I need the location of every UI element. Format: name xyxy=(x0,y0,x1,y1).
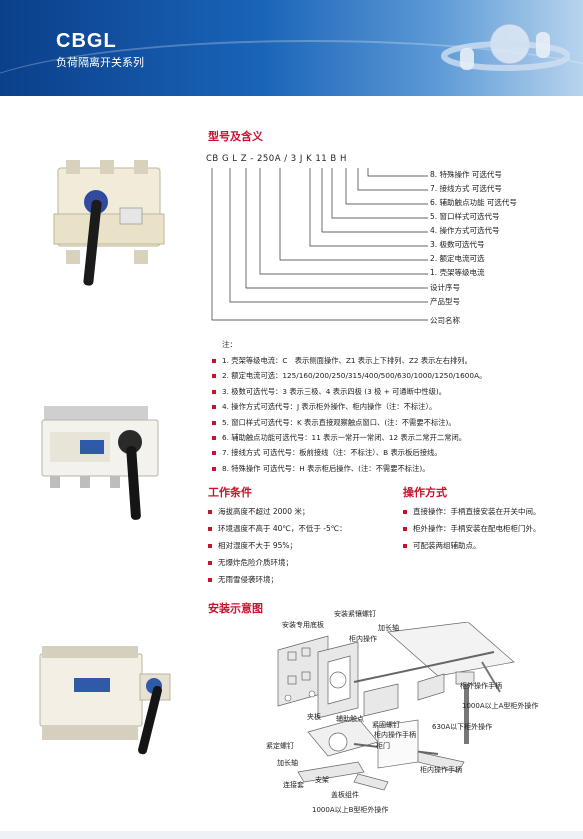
install-label: 柜内操作手柄 xyxy=(420,766,462,774)
install-label: 加长轴 xyxy=(277,759,298,767)
operation-text: 可配装两组辅助点。 xyxy=(413,541,481,550)
condition-item: 无爆炸危险介质环境； xyxy=(208,555,347,570)
conditions-list: 海拔高度不超过 2000 米； 环境温度不高于 40℃，不低于 -5℃： 相对湿… xyxy=(208,504,347,587)
install-label: 夹板 xyxy=(307,713,321,721)
install-label: 630A以下柜外操作 xyxy=(432,723,493,731)
condition-text: 环境温度不高于 40℃，不低于 -5℃： xyxy=(218,524,347,533)
note-item: 4. 操作方式可选代号：J 表示柜外操作、柜内操作（注：不标注）。 xyxy=(212,399,486,414)
note-item: 1. 壳架等级电流：C 表示侧面操作、Z1 表示上下排列、Z2 表示左右排列。 xyxy=(212,353,486,368)
note-text: 4. 操作方式可选代号：J 表示柜外操作、柜内操作（注：不标注）。 xyxy=(222,402,437,412)
note-item: 7. 接线方式 可选代号：板前接线（注：不标注）、B 表示板后接线。 xyxy=(212,445,486,460)
bullet-icon xyxy=(212,420,216,425)
bullet-icon xyxy=(403,527,407,531)
condition-item: 相对湿度不大于 95%； xyxy=(208,538,347,553)
meaning-item: 4. 操作方式可选代号 xyxy=(430,226,500,235)
condition-item: 海拔高度不超过 2000 米； xyxy=(208,504,347,519)
bullet-icon xyxy=(208,527,212,531)
note-text: 6. 辅助触点功能可选代号：11 表示一常开一常闭、12 表示二常开二常闭。 xyxy=(222,433,467,443)
meaning-item: 公司名称 xyxy=(430,316,460,325)
bullet-icon xyxy=(403,510,407,514)
meaning-item: 7. 接线方式 可选代号 xyxy=(430,184,502,193)
product-photo-3 xyxy=(39,646,171,755)
meaning-item: 8. 特殊操作 可选代号 xyxy=(430,170,502,179)
note-text: 2. 额定电流可选：125/160/200/250/315/400/500/63… xyxy=(222,371,487,381)
model-code-leader-lines xyxy=(211,168,428,321)
company-logo-graphic xyxy=(441,23,570,71)
note-text: 3. 极数可选代号：3 表示三极、4 表示四极 (3 极 + 可通断中性级)。 xyxy=(222,386,447,396)
install-label: 紧固螺钉 xyxy=(372,721,400,729)
product-photo-2 xyxy=(41,406,159,520)
bullet-icon xyxy=(212,451,216,456)
meaning-item: 1. 壳架等级电流 xyxy=(430,268,485,277)
note-text: 7. 接线方式 可选代号：板前接线（注：不标注）、B 表示板后接线。 xyxy=(222,448,442,458)
meaning-item: 6. 辅助触点功能 可选代号 xyxy=(430,198,517,207)
bullet-icon xyxy=(208,578,212,582)
condition-text: 无爆炸危险介质环境； xyxy=(218,558,293,567)
bullet-icon xyxy=(212,405,216,410)
conditions-title: 工作条件 xyxy=(208,486,252,499)
install-label: 1000A以上B型柜外操作 xyxy=(312,806,389,814)
note-item: 3. 极数可选代号：3 表示三极、4 表示四极 (3 极 + 可通断中性级)。 xyxy=(212,384,486,399)
install-label: 1000A以上A型柜外操作 xyxy=(462,702,539,710)
install-label: 柜内操作手柄 xyxy=(374,731,416,739)
install-label: 柜外操作手柄 xyxy=(460,682,502,690)
bullet-icon xyxy=(208,561,212,565)
install-label: 柜门 xyxy=(376,742,390,750)
header-banner: CBGL 负荷隔离开关系列 xyxy=(0,0,583,96)
bullet-icon xyxy=(208,510,212,514)
model-section-title: 型号及含义 xyxy=(208,130,263,143)
install-label: 支架 xyxy=(315,776,329,784)
install-label: 加长轴 xyxy=(378,624,399,632)
install-label: 连接套 xyxy=(283,781,304,789)
product-photo-1 xyxy=(53,160,165,286)
bullet-icon xyxy=(212,374,216,379)
installation-diagram xyxy=(277,622,515,791)
note-text: 8. 特殊操作 可选代号：H 表示柜后操作、(注：不需要不标注)。 xyxy=(222,463,430,473)
operation-title: 操作方式 xyxy=(403,486,447,499)
condition-item: 无雨雪侵袭环境； xyxy=(208,572,347,587)
condition-item: 环境温度不高于 40℃，不低于 -5℃： xyxy=(208,521,347,536)
note-item: 6. 辅助触点功能可选代号：11 表示一常开一常闭、12 表示二常开二常闭。 xyxy=(212,430,486,445)
bullet-icon xyxy=(212,389,216,394)
footer-strip xyxy=(0,831,583,839)
bullet-icon xyxy=(212,436,216,441)
brand-title: CBGL xyxy=(56,30,117,52)
note-item: 2. 额定电流可选：125/160/200/250/315/400/500/63… xyxy=(212,368,486,383)
install-label: 紧定螺钉 xyxy=(266,742,294,750)
install-label: 盖板组件 xyxy=(331,791,359,799)
install-label: 安装紧镶螺钉 xyxy=(334,610,376,618)
meaning-item: 5. 窗口样式可选代号 xyxy=(430,212,500,221)
meaning-item: 2. 额定电流可选 xyxy=(430,254,485,263)
notes-label: 注： xyxy=(222,340,237,349)
note-item: 5. 窗口样式可选代号：K 表示直接观察触点窗口、(注：不需要不标注)。 xyxy=(212,415,486,430)
notes-list: 1. 壳架等级电流：C 表示侧面操作、Z1 表示上下排列、Z2 表示左右排列。 … xyxy=(212,353,486,476)
model-code-string: CB G L Z - 250A / 3 J K 11 B H xyxy=(206,154,347,164)
bullet-icon xyxy=(212,359,216,363)
bullet-icon xyxy=(403,544,407,548)
condition-text: 相对湿度不大于 95%； xyxy=(218,541,298,550)
operation-item: 可配装两组辅助点。 xyxy=(403,538,541,553)
note-item: 8. 特殊操作 可选代号：H 表示柜后操作、(注：不需要不标注)。 xyxy=(212,461,486,476)
operation-item: 柜外操作：手柄安装在配电柜柜门外。 xyxy=(403,521,541,536)
install-label: 辅助触点 xyxy=(336,715,364,723)
decorative-wave xyxy=(0,40,583,96)
note-text: 5. 窗口样式可选代号：K 表示直接观察触点窗口、(注：不需要不标注)。 xyxy=(222,417,456,427)
operation-text: 柜外操作：手柄安装在配电柜柜门外。 xyxy=(413,524,541,533)
meaning-item: 产品型号 xyxy=(430,297,460,306)
note-text: 1. 壳架等级电流：C 表示侧面操作、Z1 表示上下排列、Z2 表示左右排列。 xyxy=(222,356,472,365)
meaning-item: 设计序号 xyxy=(430,283,460,292)
condition-text: 无雨雪侵袭环境； xyxy=(218,575,278,584)
install-label: 安装专用底板 xyxy=(282,621,324,629)
operation-item: 直接操作：手柄直接安装在开关中间。 xyxy=(403,504,541,519)
condition-text: 海拔高度不超过 2000 米； xyxy=(218,507,310,516)
bullet-icon xyxy=(208,544,212,548)
meaning-item: 3. 极数可选代号 xyxy=(430,240,485,249)
install-title: 安装示意图 xyxy=(208,602,263,615)
operation-text: 直接操作：手柄直接安装在开关中间。 xyxy=(413,507,541,516)
bullet-icon xyxy=(212,466,216,471)
brand-subtitle: 负荷隔离开关系列 xyxy=(56,56,144,69)
operation-list: 直接操作：手柄直接安装在开关中间。 柜外操作：手柄安装在配电柜柜门外。 可配装两… xyxy=(403,504,541,553)
install-label: 柜内操作 xyxy=(349,635,377,643)
